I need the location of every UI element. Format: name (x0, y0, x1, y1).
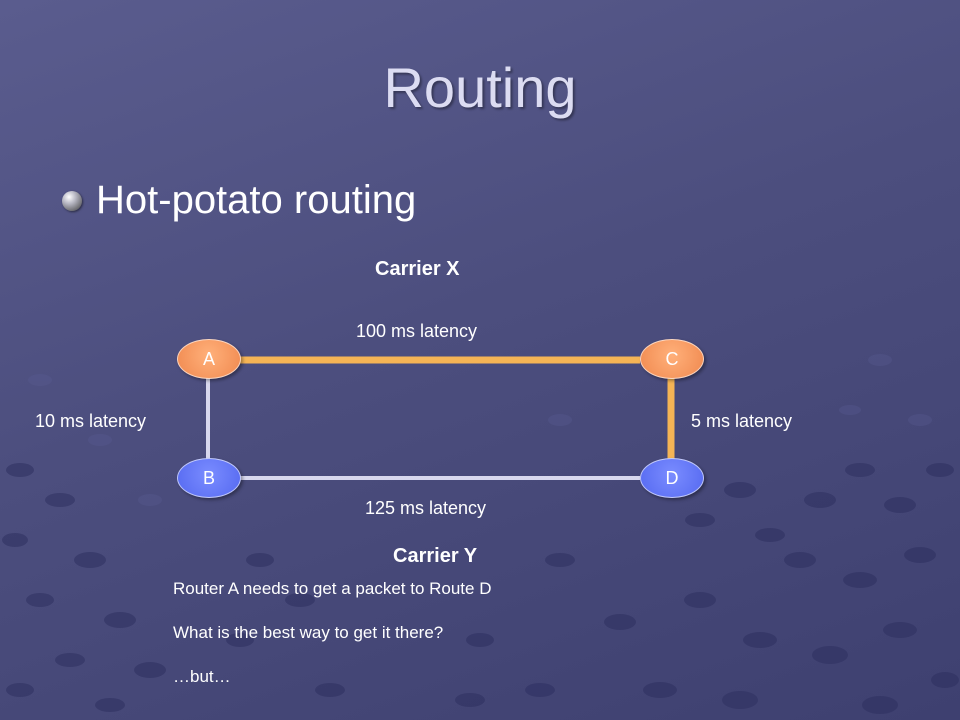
node-d: D (640, 458, 704, 498)
bullet-item: Hot-potato routing (62, 178, 416, 223)
latency-b-d: 125 ms latency (365, 498, 487, 518)
node-a: A (177, 339, 241, 379)
carrier-y-label: Carrier Y (393, 545, 478, 567)
node-c: C (640, 339, 704, 379)
node-b: B (177, 458, 241, 498)
carrier-x-label: Carrier X (375, 258, 460, 280)
bullet-icon (62, 190, 82, 211)
slide-title: Routing (383, 56, 577, 119)
note-line-2: What is the best way to get it there? (173, 623, 444, 642)
note-line-1: Router A needs to get a packet to Route … (173, 579, 492, 598)
latency-a-c: 100 ms latency (356, 321, 478, 341)
note-line-3: …but… (173, 667, 231, 686)
latency-a-b: 10 ms latency (35, 411, 147, 431)
bullet-text: Hot-potato routing (96, 178, 417, 222)
latency-c-d: 5 ms latency (691, 411, 793, 431)
